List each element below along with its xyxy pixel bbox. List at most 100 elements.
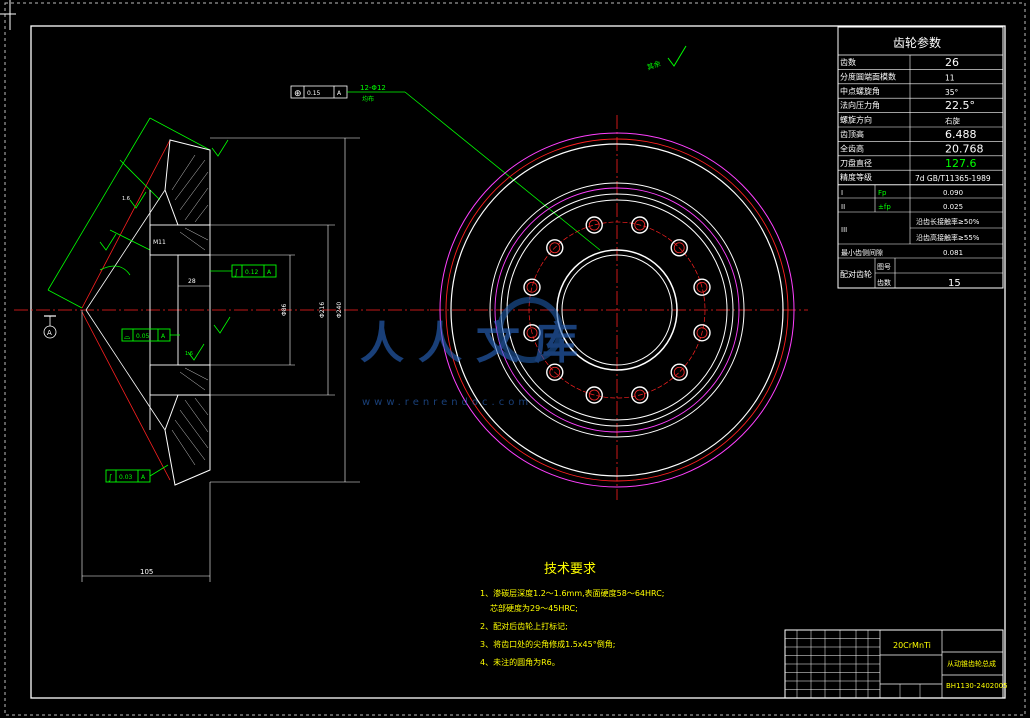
bolt-hole-inner (526, 281, 538, 293)
ring-white-1 (489, 182, 745, 438)
param-label: 齿数 (840, 57, 856, 67)
bolt-hole-inner (696, 281, 708, 293)
watermark: 人人文库 www.renrendoc.com (360, 297, 578, 408)
cone-line-upper-white (85, 189, 166, 311)
bolt-hole-inner (549, 366, 561, 378)
bolt-hole-inner (673, 242, 685, 254)
bolt-hole (546, 239, 564, 257)
param-value: 6.488 (945, 128, 977, 141)
bolt-hole (670, 363, 688, 381)
svg-text:A: A (161, 333, 166, 340)
tech-requirements: 技术要求 1、渗碳层深度1.2～1.6mm,表面硬度58～64HRC; 芯部硬度… (480, 562, 664, 667)
param-value: 右旋 (945, 116, 960, 126)
mate-teeth-label: 齿数 (877, 278, 891, 287)
param-value: 22.5° (945, 99, 975, 112)
bolt-hole (523, 278, 541, 296)
param-label: 法向压力角 (840, 100, 880, 110)
cone-dim-line-3 (119, 159, 161, 201)
watermark-logo (497, 297, 563, 363)
leader-holes-diag (404, 91, 601, 251)
bolt-hole (693, 324, 711, 342)
pitch-cone-line-upper (81, 139, 171, 309)
callout-sub: 均布 (362, 95, 374, 103)
dim-28: 28 (188, 278, 196, 285)
bolt-hole-inner (526, 327, 538, 339)
cone-dim-line-4 (149, 117, 211, 151)
tech-item-1: 1、渗碳层深度1.2～1.6mm,表面硬度58～64HRC; (480, 588, 664, 598)
tech-item-5: 4、未注的圆角为R6。 (480, 657, 560, 667)
fcf-left: ⌓ 0.05 A (121, 328, 171, 342)
dim-m11: M11 (153, 239, 166, 246)
title-block-grid (785, 630, 921, 698)
ring-white-2 (500, 193, 734, 427)
contact-long: 沿齿长接触率≥50% (916, 217, 980, 226)
svg-text:∫: ∫ (108, 473, 112, 482)
bolt-hole (631, 216, 649, 234)
gear-front-view (430, 115, 808, 500)
tb-drawing-no: BH1130-2402005 (946, 682, 1008, 690)
drawing-border (30, 25, 1006, 699)
tech-item-3: 2、配对后齿轮上打标记; (480, 621, 568, 631)
tol2-sym: ±fp (878, 203, 891, 211)
mate-teeth-val: 15 (948, 278, 961, 289)
cone-dim-line-5 (109, 229, 151, 251)
bolt-hole-inner (696, 327, 708, 339)
bolt-hole (631, 386, 649, 404)
bolt-hole-inner (634, 389, 646, 401)
fcf-top-datum: A (337, 90, 342, 97)
pitch-cone-line-lower (81, 311, 171, 481)
dim-d2: Φ216 (319, 302, 326, 318)
tol2-val: 0.025 (943, 203, 963, 211)
watermark-url: www.renrendoc.com (362, 397, 532, 408)
cone-dim-line-1 (47, 117, 151, 291)
cone-dim-line-2 (47, 289, 83, 309)
bolt-hole-inner (588, 219, 600, 231)
tol1-val: 0.090 (943, 189, 963, 197)
rough-label-1: 1.6 (185, 351, 193, 357)
contact-high: 沿齿高接触率≥55% (916, 233, 980, 242)
fcf-top: ⊕ 0.15 A (290, 85, 348, 99)
svg-text:A: A (141, 474, 146, 481)
bolt-hole-inner (549, 242, 561, 254)
fcf-top-symbol: ⊕ (294, 89, 302, 99)
fcf-left-value: 0.05 (136, 333, 150, 340)
mate-label: 配对齿轮 (840, 269, 872, 279)
roughness-mark-3 (187, 343, 205, 361)
param-value: 127.6 (945, 157, 977, 170)
ring-magenta (494, 187, 740, 433)
tb-name: 从动锥齿轮总成 (947, 659, 996, 668)
bolt-hole-inner (673, 366, 685, 378)
fcf-mid-value: 0.12 (245, 269, 259, 276)
param-label: 全齿高 (840, 143, 864, 153)
gear-body-upper (164, 139, 211, 226)
tol2-bracket: II (841, 203, 845, 211)
outer-frame (4, 2, 1026, 716)
svg-text:A: A (267, 269, 272, 276)
param-value: 7d GB/T11365-1989 (915, 174, 991, 183)
param-value: 35° (945, 88, 959, 97)
tol3-bracket: III (841, 226, 847, 234)
param-label: 分度圆端面模数 (840, 71, 896, 81)
rough-label-0: 1.6 (122, 196, 130, 202)
bore-circle-inner (561, 254, 673, 366)
callout-holes: 12-Φ12 (360, 84, 386, 92)
params-title: 齿轮参数 (893, 35, 941, 50)
param-label: 齿顶高 (840, 129, 864, 139)
leader-fcf-bot (149, 464, 169, 477)
svg-text:A: A (47, 329, 52, 337)
svg-text:⌓: ⌓ (124, 332, 131, 341)
fcf-bottom: ∫ 0.03 A (105, 469, 151, 483)
tb-material: 20CrMnTi (893, 641, 931, 650)
hatch-upper (171, 154, 209, 223)
param-value: 26 (945, 56, 959, 69)
fcf-bottom-value: 0.03 (119, 474, 133, 481)
bolt-hole (546, 363, 564, 381)
bolt-hole (693, 278, 711, 296)
dim-d3: Φ240 (336, 302, 343, 318)
dim-bottom: 105 (140, 568, 153, 576)
bolt-holes (523, 216, 711, 404)
title-block: 20CrMnTi 从动锥齿轮总成 BH1130-2402005 (784, 629, 1008, 699)
tol1-bracket: I (841, 189, 843, 197)
fcf-top-value: 0.15 (307, 90, 321, 97)
roughness-general-label: 其余 (646, 59, 662, 72)
